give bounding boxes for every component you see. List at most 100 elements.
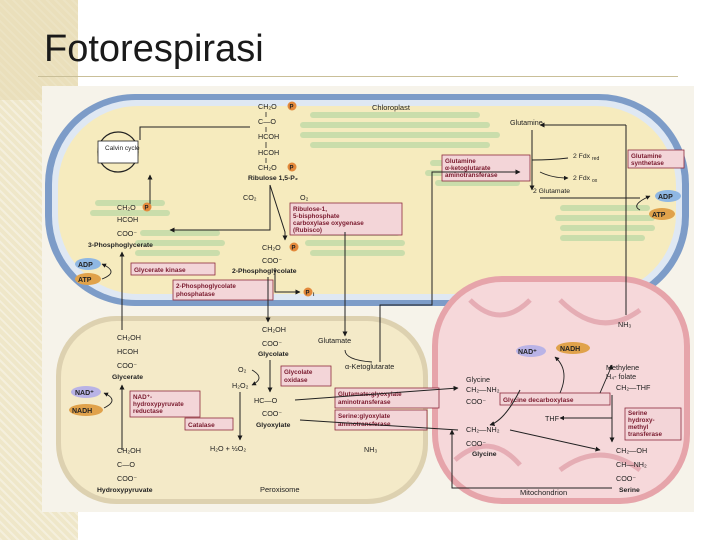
arrow-serine-out bbox=[449, 429, 612, 489]
phosphate-badge bbox=[289, 242, 299, 252]
glycine1-c2: COO⁻ bbox=[466, 397, 486, 406]
catalase-label: Catalase bbox=[188, 422, 215, 429]
co2-label: CO₂ bbox=[243, 193, 257, 202]
pg-phosphatase-label-1: 2-Phosphoglycolate bbox=[176, 283, 236, 290]
svg-text:P: P bbox=[292, 246, 296, 252]
atp-right-label: ATP bbox=[652, 212, 666, 219]
mito-nadh-badge bbox=[556, 342, 590, 354]
glycine1-name: Glycine bbox=[466, 375, 490, 384]
arrow-nadh-nad bbox=[103, 392, 113, 409]
rubp-c1: CH₂O bbox=[258, 102, 277, 111]
serine-name: Serine bbox=[619, 487, 640, 494]
gogat-label-1: Glutamine bbox=[445, 158, 476, 165]
fdx-ox-label: 2 Fdx bbox=[573, 175, 591, 182]
mito-nadh-label: NADH bbox=[560, 346, 580, 353]
two-glutamate-label: 2 Glutamate bbox=[533, 188, 570, 195]
arrow-atp-adp-left bbox=[101, 263, 112, 280]
pg-phosphatase-label-2: phosphatase bbox=[176, 291, 215, 298]
arrow-glyoxylate-glycine bbox=[294, 385, 459, 401]
glycine2-name: Glycine bbox=[472, 451, 497, 458]
chloroplast-molecules: CH₂O P C—O HCOH HCOH CH₂O P Ribulose 1,5… bbox=[75, 101, 685, 301]
pg-c2: COO⁻ bbox=[262, 256, 282, 265]
calvin-cycle-label: Calvin cycle bbox=[105, 145, 140, 152]
hpr-label-3: reductase bbox=[133, 408, 163, 415]
arrow-rubp-calvin bbox=[139, 126, 250, 140]
hpr-enzyme-box bbox=[129, 390, 201, 418]
rubisco-label-2: 5-bisphosphate bbox=[293, 213, 340, 220]
gs-label-1: Glutamine bbox=[631, 153, 662, 160]
rubisco-label-1: Ribulose-1, bbox=[293, 206, 327, 213]
adp-left-badge bbox=[75, 258, 101, 270]
mito-nad-plus-badge bbox=[516, 345, 546, 357]
glycerate-kinase-box bbox=[130, 262, 216, 276]
hp-name: Hydroxypyruvate bbox=[97, 487, 153, 494]
sgat-label-1: Serine:glyoxylate bbox=[338, 413, 391, 420]
shmt-label-3: methyl bbox=[628, 424, 649, 431]
fdx-red-label: 2 Fdx bbox=[573, 153, 591, 160]
decorative-stripe-shade bbox=[0, 0, 78, 100]
ggat-box bbox=[334, 387, 440, 409]
adp-right-badge bbox=[655, 190, 681, 202]
h2o2-label: H₂O₂ bbox=[232, 381, 249, 390]
fdx-red-sub: red bbox=[592, 156, 599, 162]
pg-c1: CH₂O bbox=[262, 243, 281, 252]
catalase-box bbox=[184, 417, 234, 431]
methylene-label-2: H₄- folate bbox=[606, 372, 636, 381]
glycine-decarboxylase-label: Glycine decarboxylase bbox=[503, 397, 574, 404]
shmt-label-2: hydroxy- bbox=[628, 417, 655, 424]
glycerate-name: Glycerate bbox=[112, 374, 143, 381]
ch2-thf-label: CH₂—THF bbox=[616, 383, 651, 392]
gogat-label-3: aminotransferase bbox=[445, 172, 498, 179]
atp-left-label: ATP bbox=[78, 277, 92, 284]
glycerate-kinase-label: Glycerate kinase bbox=[134, 267, 186, 274]
o2-perox-label: O₂ bbox=[238, 365, 247, 374]
glycolate-oxidase-box bbox=[280, 365, 332, 387]
ggat-label-2: aminotransferase bbox=[338, 399, 391, 406]
nadh-badge bbox=[69, 404, 103, 416]
rubisco-label-3: carboxylase oxygenase bbox=[293, 220, 364, 227]
hpr-label-2: hydroxypyruvate bbox=[133, 401, 184, 408]
pga-c3: COO⁻ bbox=[117, 229, 137, 238]
arrow-akg-to-gogat bbox=[379, 169, 521, 362]
glyoxylate-name: Glyoxylate bbox=[256, 422, 291, 429]
rubisco-label-4: (Rubisco) bbox=[293, 227, 322, 234]
hp-c2: C—O bbox=[117, 460, 135, 469]
glycine1-c1: CH₂—NH₂ bbox=[466, 385, 500, 394]
arrow-glycine-glycine bbox=[489, 389, 521, 426]
nh3-perox-label: NH₃ bbox=[364, 445, 377, 454]
pga-c1: CH₂O bbox=[117, 203, 136, 212]
o2-label: O₂ bbox=[300, 193, 309, 202]
arrow-rubp-pg bbox=[269, 184, 288, 241]
slide-title: Fotorespirasi bbox=[44, 28, 264, 70]
glyoxylate-c1: HC—O bbox=[254, 396, 278, 405]
arrow-glutamate-akg bbox=[344, 349, 373, 363]
shmt-label-4: transferase bbox=[628, 431, 662, 438]
phosphate-badge bbox=[142, 202, 152, 212]
pga-c2: HCOH bbox=[117, 215, 138, 224]
mitochondrion-molecules: NH₃ NAD⁺ NADH Methylene H₄- folate CH₂—T… bbox=[449, 300, 682, 494]
arrow-fdx-ox bbox=[539, 171, 569, 181]
shmt-box bbox=[624, 407, 682, 441]
nad-plus-badge bbox=[71, 386, 101, 398]
rubp-c2: C—O bbox=[258, 117, 276, 126]
glycine-decarboxylase-box bbox=[499, 392, 611, 406]
rubp-c4: HCOH bbox=[258, 148, 279, 157]
fdx-ox-sub: ox bbox=[592, 178, 598, 184]
pi-label-sub: i bbox=[313, 292, 315, 298]
glutamine-synthetase-box bbox=[627, 149, 685, 169]
shmt-label-1: Serine bbox=[628, 410, 648, 417]
glyoxylate-c2: COO⁻ bbox=[262, 409, 282, 418]
line-serine-glyoxylate bbox=[299, 419, 459, 431]
atp-left-badge bbox=[75, 273, 101, 285]
peroxisome-matrix bbox=[61, 321, 423, 499]
phosphate-badge bbox=[287, 162, 297, 172]
rubp-c3: HCOH bbox=[258, 132, 279, 141]
gogat-label-2: α-ketoglutarate bbox=[445, 165, 491, 172]
gs-label-2: synthetase bbox=[631, 160, 664, 167]
glycerate-c1: CH₂OH bbox=[117, 333, 141, 342]
rubp-c5: CH₂O bbox=[258, 163, 277, 172]
hpr-label-1: NAD⁺- bbox=[133, 394, 152, 401]
chloroplast-stroma bbox=[58, 106, 676, 294]
nadh-label: NADH bbox=[72, 408, 92, 415]
